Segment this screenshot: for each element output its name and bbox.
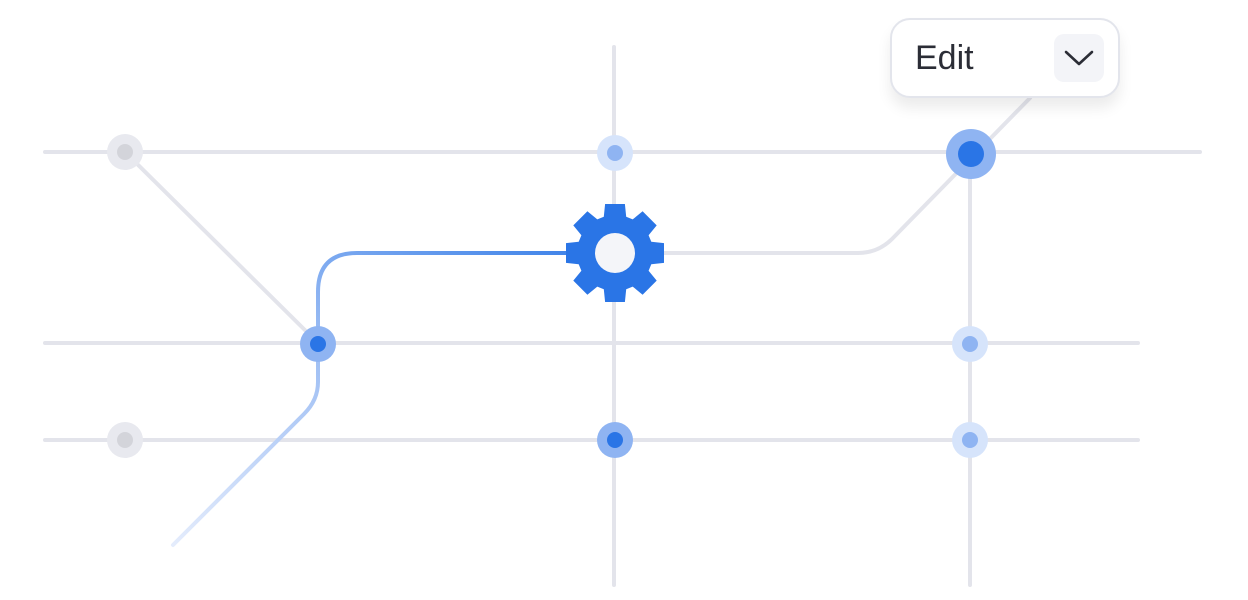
dropdown-label: Edit	[915, 38, 974, 77]
node-selected[interactable]	[946, 129, 996, 179]
node-gray	[107, 134, 143, 170]
node-active	[597, 422, 633, 458]
route-line-gray	[613, 96, 1032, 255]
gear-icon[interactable]	[566, 204, 664, 302]
node-gray	[107, 422, 143, 458]
node-active	[300, 326, 336, 362]
diagonal-line	[123, 150, 320, 345]
edit-dropdown[interactable]: Edit	[890, 18, 1120, 98]
node-light	[952, 422, 988, 458]
chevron-down-icon[interactable]	[1054, 34, 1104, 82]
route-line-blue	[171, 251, 602, 547]
node-light	[597, 135, 633, 171]
node-light	[952, 326, 988, 362]
